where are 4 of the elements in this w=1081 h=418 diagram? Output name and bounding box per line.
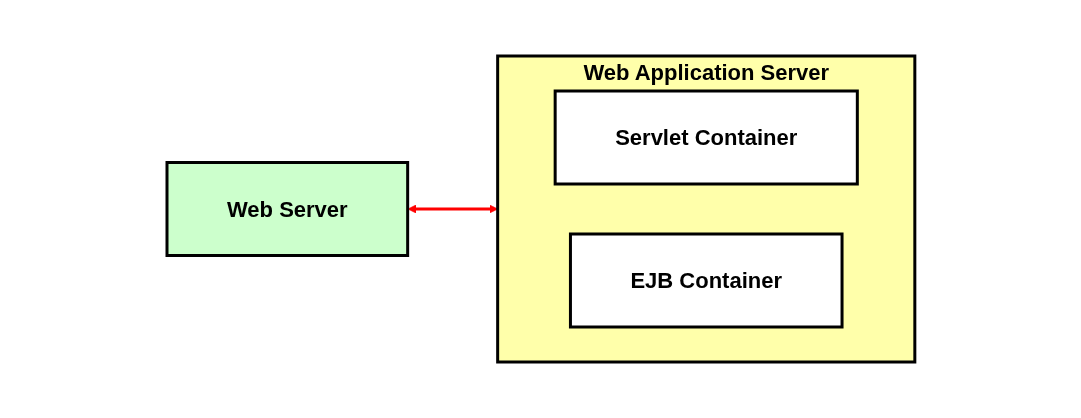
node-box: EJB Container xyxy=(568,232,844,329)
arrow xyxy=(407,204,498,214)
node-box: Web Server xyxy=(165,161,409,257)
node-box: Servlet Container xyxy=(553,89,859,186)
